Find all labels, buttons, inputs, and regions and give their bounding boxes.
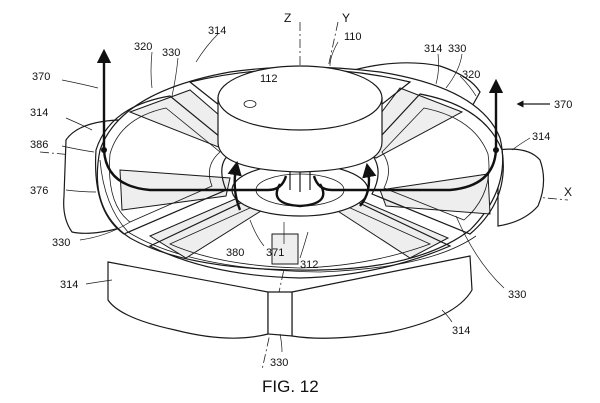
cylinder-stem (289, 172, 311, 192)
ref-110: 110 (344, 31, 362, 43)
ref-320-left: 320 (134, 41, 152, 53)
cylinder-mass (217, 65, 383, 192)
leader-lines (61, 33, 531, 353)
lower-right-block (291, 255, 473, 339)
flux-node-left (101, 147, 107, 153)
ref-314-top: 314 (208, 25, 226, 37)
flux-path-center (275, 183, 325, 208)
flux-path-left (102, 149, 288, 192)
ref-314-upper-right: 314 (424, 43, 442, 55)
flux-arrow-left-inner (227, 160, 242, 211)
ref-371: 371 (266, 247, 284, 259)
ref-370-left: 370 (32, 71, 50, 83)
ref-380: 380 (226, 247, 244, 259)
ref-330-right: 330 (508, 289, 526, 301)
figure-caption: FIG. 12 (262, 377, 319, 396)
right-end-block (497, 148, 545, 227)
lower-left-block (107, 261, 269, 339)
ref-330-upper-right: 330 (448, 43, 466, 55)
flux-path-right (312, 149, 498, 192)
ref-330-upper-left: 330 (162, 47, 180, 59)
ref-330-bottom: 330 (270, 357, 288, 369)
ref-314-lower-left: 314 (60, 279, 78, 291)
hub-post (271, 233, 299, 265)
ref-330-left: 330 (52, 237, 70, 249)
main-plate-edge (99, 159, 477, 273)
flux-paths (96, 48, 504, 211)
coil-left-inner (109, 107, 221, 223)
ref-312: 312 (300, 259, 318, 271)
coil-right-inner (381, 107, 490, 221)
ref-314-lower-right: 314 (452, 325, 470, 337)
flux-node-right (493, 147, 499, 153)
ref-112: 112 (260, 73, 278, 85)
ref-314-left: 314 (30, 107, 48, 119)
z-axis-label: Z (284, 11, 291, 25)
ref-376: 376 (30, 185, 48, 197)
ref-386: 386 (30, 139, 48, 151)
cylinder-hole (243, 100, 257, 108)
center-lower-block (267, 291, 293, 337)
cylinder-top (217, 65, 383, 131)
coil-right (367, 93, 504, 235)
ref-320-right: 320 (462, 69, 480, 81)
coil-left (94, 95, 238, 235)
ref-370-right: 370 (554, 99, 572, 111)
flexure-right (379, 173, 491, 215)
y-axis-label: Y (342, 11, 350, 25)
x-axis-label: X (564, 185, 572, 199)
ref-314-right: 314 (532, 131, 550, 143)
